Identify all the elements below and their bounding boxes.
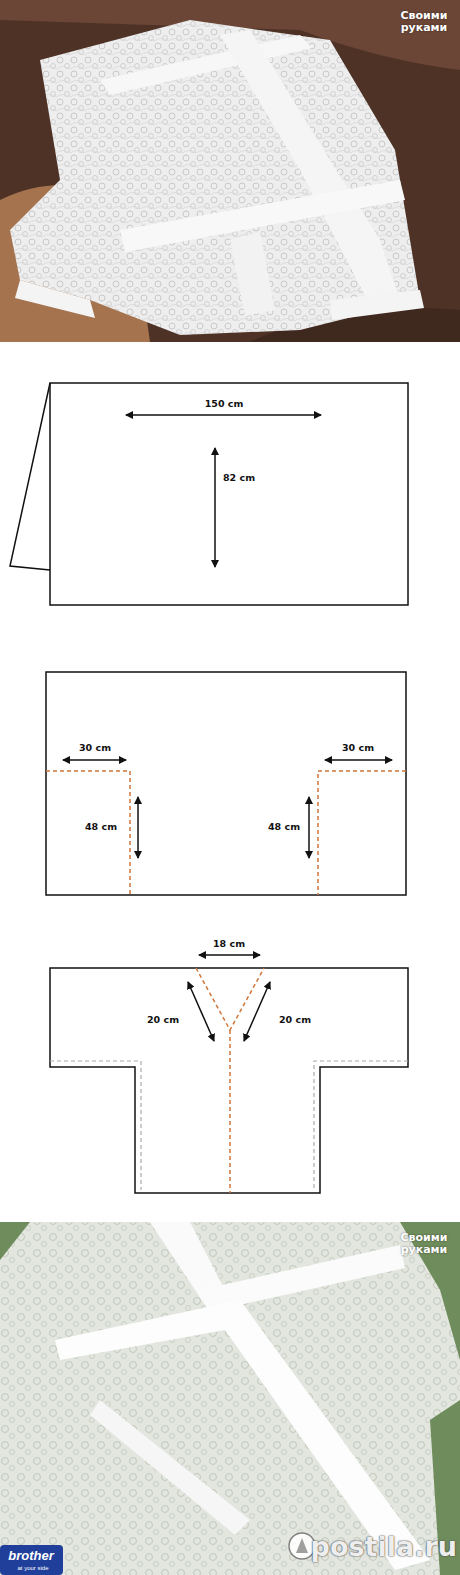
drawing-path [50, 1061, 141, 1190]
cut-diagram [46, 672, 406, 895]
drawing-line [63, 759, 126, 761]
watermark: Своими руками [401, 10, 448, 34]
drawing-line [137, 797, 139, 858]
drawing-path [314, 1061, 408, 1190]
drawing-path [0, 1222, 30, 1260]
drawing-rect [0, 1222, 460, 1575]
drawing-path [230, 232, 275, 316]
drawing-line [244, 982, 270, 1041]
drawing-path [120, 180, 405, 252]
drawing-line [214, 448, 216, 567]
drawing-line [199, 954, 260, 956]
flat-kimono-photo [0, 1222, 460, 1575]
dimension-label: 48 cm [85, 822, 117, 832]
drawing-line [229, 1030, 231, 1193]
drawing-path [90, 1400, 250, 1535]
drawing-path [318, 771, 406, 895]
drawing-path [55, 1300, 430, 1570]
site-watermark: postila.ru [311, 1532, 457, 1562]
brand-tagline: at your side [17, 1565, 48, 1572]
neckline-diagram [50, 955, 408, 1193]
drawing-line [308, 797, 310, 858]
drawing-path [296, 1538, 308, 1553]
fabric-diagram [10, 383, 408, 605]
dimension-label: 20 cm [147, 1015, 179, 1025]
drawing-path [200, 1245, 405, 1312]
drawing-rect [46, 672, 406, 895]
brand-logo [0, 1545, 63, 1575]
drawing-path [330, 290, 424, 320]
dimension-label: 150 cm [205, 399, 244, 409]
dimension-label: 82 cm [223, 473, 255, 483]
drawing-path [50, 968, 408, 1193]
drawing-path [400, 1222, 460, 1360]
drawing-rect [0, 1545, 63, 1575]
kimono-photo [0, 0, 460, 342]
watermark: Своими руками [401, 1232, 448, 1256]
drawing-line [188, 982, 214, 1041]
dimension-label: 20 cm [279, 1015, 311, 1025]
drawing-path [196, 968, 264, 1030]
drawing-line [126, 414, 321, 416]
brand-name: brother [8, 1549, 54, 1563]
drawing-rect [50, 383, 408, 605]
drawing-path [10, 383, 50, 570]
drawing-rect [0, 0, 460, 342]
drawing-path [15, 280, 95, 318]
drawing-line [325, 759, 392, 761]
dimension-label: 48 cm [268, 822, 300, 832]
dimension-label: 30 cm [342, 743, 374, 753]
drawing-path [0, 1222, 460, 1575]
drawing-path [10, 20, 420, 335]
dimension-label: 18 cm [213, 939, 245, 949]
dimension-label: 30 cm [79, 743, 111, 753]
drawing-path [46, 771, 130, 895]
